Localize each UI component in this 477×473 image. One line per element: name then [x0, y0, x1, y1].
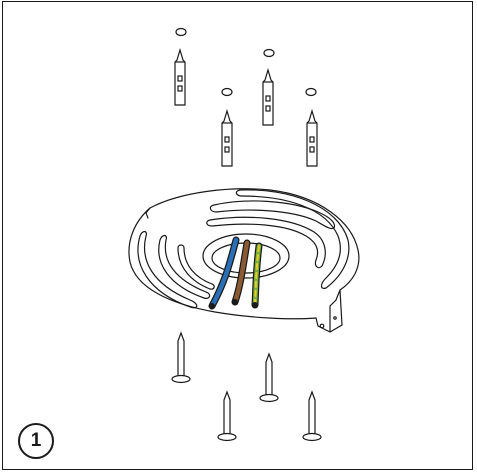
wall-plug-icon: [221, 108, 233, 167]
hole-marker-icon: [175, 27, 187, 37]
screw-icon: [217, 390, 237, 442]
hole-marker-icon: [221, 87, 233, 97]
hole-marker-icon: [305, 87, 317, 97]
wall-plug-icon: [262, 67, 274, 126]
wall-plug-icon: [306, 108, 318, 167]
wires: [208, 236, 263, 310]
wire-icon: [232, 240, 250, 305]
screws: [171, 331, 322, 442]
screw-icon: [302, 390, 322, 442]
wire-icon: [209, 237, 239, 309]
wall-plugs: [174, 47, 318, 167]
instruction-frame: [2, 1, 473, 470]
drill-holes: [175, 27, 317, 97]
screw-icon: [259, 352, 279, 403]
mounting-plate-icon: [128, 188, 360, 333]
step-number-badge: 1: [18, 423, 54, 459]
wall-plug-icon: [174, 47, 186, 106]
screw-icon: [171, 331, 191, 384]
hole-marker-icon: [263, 48, 275, 58]
